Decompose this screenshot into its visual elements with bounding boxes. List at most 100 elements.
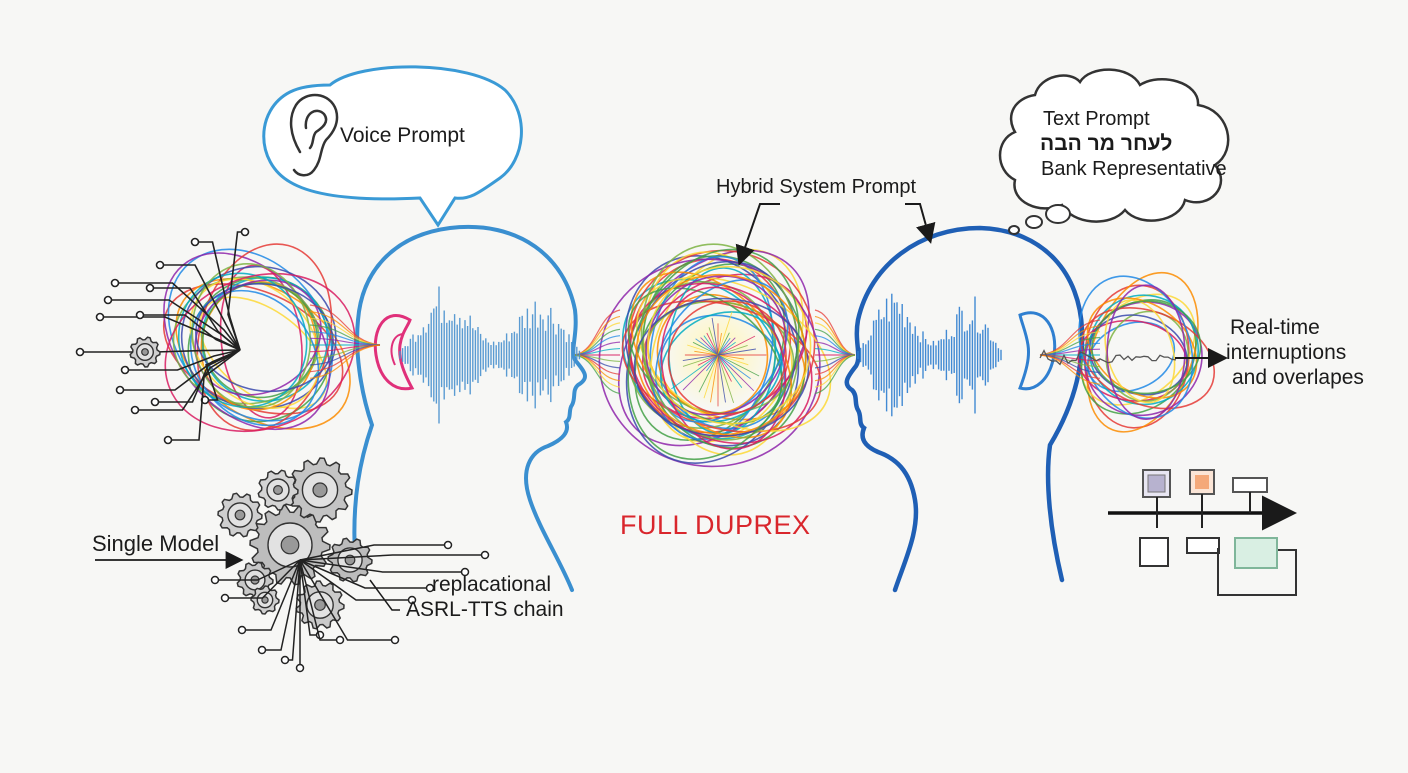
gear-circuit-node — [460, 567, 470, 577]
voice-speech-bubble — [262, 65, 523, 228]
circuit-node — [163, 435, 173, 445]
circuit-trace — [115, 282, 241, 351]
circuit-trace — [160, 264, 241, 351]
gear-circuit-trace — [299, 559, 395, 641]
ear-icon — [289, 93, 339, 177]
hybrid-arrow-right — [905, 203, 936, 244]
circuit-node — [120, 365, 130, 375]
right-head-outline — [844, 225, 1085, 593]
burst-ray — [706, 332, 719, 356]
single-model-label: Single Model — [92, 531, 220, 556]
center-tangle-loops — [574, 243, 856, 468]
burst-ray — [697, 354, 719, 366]
circuit-trace — [140, 314, 241, 351]
burst-ray — [717, 337, 736, 356]
circuit-trace — [135, 349, 241, 411]
gear-circuit-trace — [242, 559, 301, 631]
burst-ray — [717, 354, 726, 403]
left-loop — [189, 278, 321, 409]
right-strand — [1039, 354, 1101, 385]
center-loop — [633, 297, 810, 437]
center-loop — [640, 243, 799, 441]
gear-circuit-trace — [299, 554, 485, 561]
circuit-node — [75, 347, 85, 357]
center-right-strand — [814, 354, 856, 395]
burst-ray — [708, 327, 719, 356]
center-loop — [660, 286, 787, 450]
gear-axle — [312, 482, 328, 498]
gear-circuit-node — [335, 635, 345, 645]
gear-circuit-node — [480, 550, 490, 560]
burst-ray — [717, 354, 743, 388]
right-loop — [1080, 307, 1216, 410]
text-prompt-hebrew: לעחר מר הבה — [1040, 132, 1173, 155]
circuit-trace — [80, 349, 241, 353]
squiggle-line — [1039, 349, 1177, 366]
burst-ray — [698, 354, 719, 393]
burst-ray — [703, 335, 719, 356]
circuit-node — [135, 310, 145, 320]
burst-ray — [717, 354, 760, 377]
left-strand — [309, 337, 381, 346]
gear-circuit-node — [443, 540, 453, 550]
gear-circuit-trace — [299, 559, 412, 601]
burst-ray — [717, 335, 756, 356]
left-loop — [164, 272, 356, 433]
burst-ray — [695, 338, 719, 356]
text-prompt-label: Text Prompt — [1043, 108, 1150, 130]
realtime-label-line2: internuptions — [1226, 341, 1347, 364]
burst-ray — [717, 354, 732, 382]
burst-ray — [687, 344, 719, 356]
circuit-node — [240, 227, 250, 237]
chain-bracket — [369, 579, 400, 611]
burst-ray — [692, 341, 719, 356]
left-strand — [309, 344, 381, 379]
right-loop — [1078, 275, 1194, 419]
left-loop — [163, 252, 331, 431]
center-left-strand — [574, 322, 621, 356]
burst-ray — [706, 354, 719, 372]
gear-circuit-lines — [210, 540, 490, 673]
gear-circuit-trace — [299, 559, 340, 641]
left-loop — [219, 264, 303, 419]
circuit-node — [130, 405, 140, 415]
center-loop — [649, 255, 774, 441]
hybrid-arrow-left — [735, 203, 780, 266]
circuit-node — [155, 260, 165, 270]
right-voice-waveform — [857, 293, 1002, 417]
burst-ray — [710, 354, 719, 403]
gear-circuit-trace — [225, 559, 301, 599]
realtime-label-line3: and overlapes — [1232, 366, 1364, 389]
circuit-icon — [75, 227, 250, 445]
left-head-outline — [352, 224, 587, 592]
center-loop — [636, 276, 832, 432]
burst-ray — [682, 354, 719, 367]
gear-axle — [280, 535, 300, 555]
burst-ray — [682, 354, 719, 391]
thought-dot-large — [1045, 204, 1071, 224]
gear-circuit-node — [390, 635, 400, 645]
burst-ray — [717, 354, 745, 360]
gear-circuit-node — [425, 583, 435, 593]
center-loop — [645, 275, 787, 416]
right-loop — [1104, 299, 1176, 404]
left-loop — [195, 282, 334, 393]
gear-circuit-trace — [299, 544, 448, 561]
gear-circuit-node — [407, 595, 417, 605]
thought-dot-medium — [1025, 215, 1043, 229]
burst-ray — [717, 354, 749, 366]
burst-ray — [700, 337, 719, 356]
burst-ray — [717, 344, 748, 356]
chain-label-line1: replacational — [432, 573, 552, 596]
circuit-trace — [125, 349, 241, 371]
burst-ray — [717, 354, 751, 380]
circuit-node — [110, 278, 120, 288]
left-loop — [202, 282, 319, 399]
right-loop — [1086, 271, 1199, 433]
signal-squiggle — [1039, 349, 1177, 366]
burst-ray — [717, 341, 736, 356]
burst-ray — [717, 337, 731, 356]
right-loop — [1091, 300, 1202, 395]
realtime-label-line1: Real-time — [1230, 316, 1320, 339]
left-loop — [191, 263, 312, 409]
